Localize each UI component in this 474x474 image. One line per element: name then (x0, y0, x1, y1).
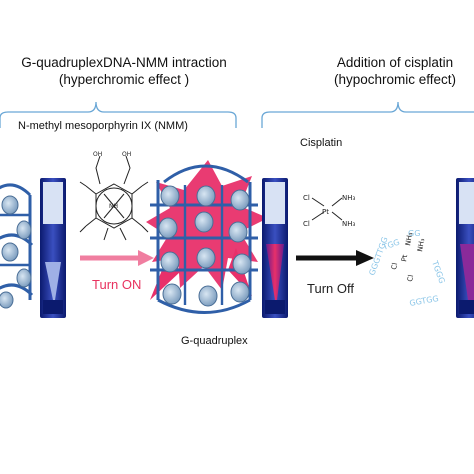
nmm-label: N-methyl mesoporphyrin IX (NMM) (18, 120, 188, 132)
left-header-line2: (hyperchromic effect ) (58, 72, 190, 87)
svg-text:Pt: Pt (400, 254, 409, 263)
svg-text:NH₃: NH₃ (342, 194, 356, 202)
svg-text:NH₃: NH₃ (416, 238, 426, 253)
left-header-line1: G-quadruplexDNA-NMM intraction (21, 55, 227, 70)
gquad-initial-guanines (0, 195, 32, 309)
cuvette-fluorescent (262, 178, 288, 318)
nmm-structure: OH OH NH (79, 151, 149, 241)
svg-text:GG: GG (408, 229, 420, 238)
svg-text:Cl: Cl (303, 194, 310, 202)
turn-off-arrow (296, 250, 374, 266)
svg-text:Pt: Pt (322, 208, 329, 216)
gquad-complex-guanines (158, 185, 252, 307)
turn-on-label: Turn ON (92, 277, 142, 292)
svg-text:NH₃: NH₃ (342, 220, 356, 228)
svg-text:Cl: Cl (303, 220, 310, 228)
svg-text:TGGG: TGGG (430, 259, 447, 285)
turn-off-label: Turn Off (307, 281, 354, 296)
cisplatin-label: Cisplatin (300, 137, 343, 149)
svg-text:Cl: Cl (390, 262, 399, 270)
svg-text:NH: NH (109, 203, 118, 210)
svg-text:OH: OH (93, 151, 102, 158)
cuvette-quenched (456, 178, 474, 318)
right-header: Addition of cisplatin (hypochromic effec… (320, 54, 470, 88)
right-bracket (261, 101, 474, 128)
right-header-line2: (hypochromic effect) (333, 72, 457, 87)
gquad-label: G-quadruplex (181, 335, 248, 347)
svg-text:NH₃: NH₃ (404, 232, 414, 247)
cisplatin-bound: Cl Pt NH₃ NH₃ Cl (390, 232, 426, 283)
svg-text:OH: OH (122, 151, 131, 158)
right-header-line1: Addition of cisplatin (336, 55, 454, 70)
svg-text:GGTGG: GGTGG (409, 294, 440, 308)
svg-text:Cl: Cl (406, 274, 415, 282)
cisplatin-structure: Cl Cl Pt NH₃ NH₃ (303, 194, 356, 228)
turn-on-arrow (80, 250, 154, 266)
left-header: G-quadruplexDNA-NMM intraction (hyperchr… (8, 54, 240, 88)
cuvette-initial (40, 178, 66, 318)
left-bracket (0, 101, 237, 128)
